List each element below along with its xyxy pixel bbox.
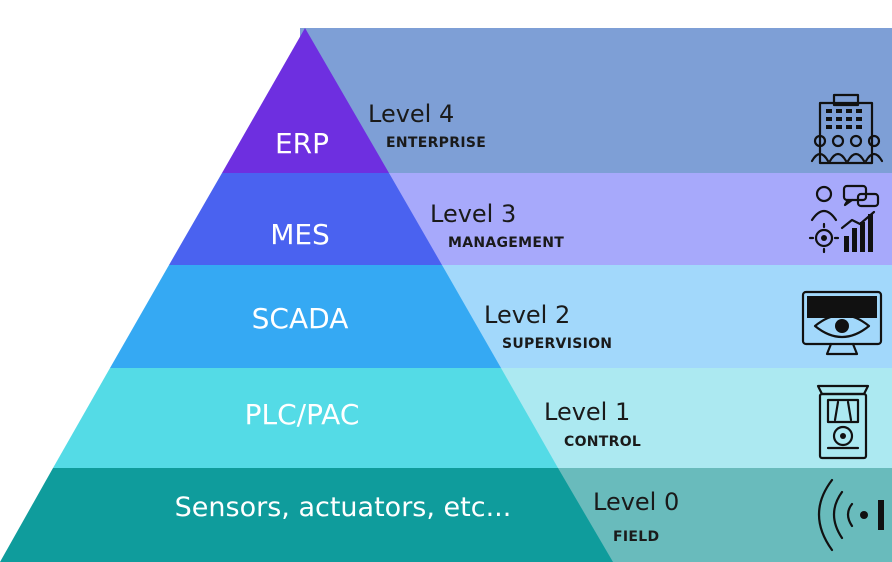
tier-scada xyxy=(110,265,501,368)
tier-label-erp: ERP xyxy=(275,127,329,160)
management-analytics-icon xyxy=(808,184,880,254)
level-3-subtitle: MANAGEMENT xyxy=(448,235,564,251)
tier-label-sensors: Sensors, actuators, etc... xyxy=(175,492,512,523)
tier-label-mes: MES xyxy=(270,218,330,251)
tier-labels: ERP MES SCADA PLC/PAC Sensors, actuators… xyxy=(175,127,512,523)
level-2-subtitle: SUPERVISION xyxy=(502,336,612,352)
level-1-title: Level 1 xyxy=(544,398,630,426)
band-level-4 xyxy=(300,28,892,173)
level-3-title: Level 3 xyxy=(430,200,516,228)
supervision-monitor-icon xyxy=(801,290,883,356)
pyramid xyxy=(0,28,613,562)
level-2-title: Level 2 xyxy=(484,301,570,329)
tier-label-scada: SCADA xyxy=(252,302,349,335)
band-level-1 xyxy=(480,368,892,468)
level-bands xyxy=(300,28,892,562)
level-1-subtitle: CONTROL xyxy=(564,434,641,450)
tier-sensors xyxy=(0,468,613,562)
level-4-title: Level 4 xyxy=(368,100,454,128)
band-level-3 xyxy=(360,173,892,265)
level-4-subtitle: ENTERPRISE xyxy=(386,135,486,151)
level-0-subtitle: FIELD xyxy=(613,529,659,545)
level-labels: Level 4 ENTERPRISE Level 3 MANAGEMENT Le… xyxy=(368,100,679,545)
tier-mes xyxy=(169,173,442,265)
tier-erp xyxy=(222,28,389,173)
tier-plc-pac xyxy=(53,368,558,468)
control-panel-icon xyxy=(816,384,870,460)
field-sensor-icon xyxy=(817,478,884,552)
enterprise-building-icon xyxy=(810,93,884,165)
tier-label-plc-pac: PLC/PAC xyxy=(245,398,360,431)
level-0-title: Level 0 xyxy=(593,488,679,516)
